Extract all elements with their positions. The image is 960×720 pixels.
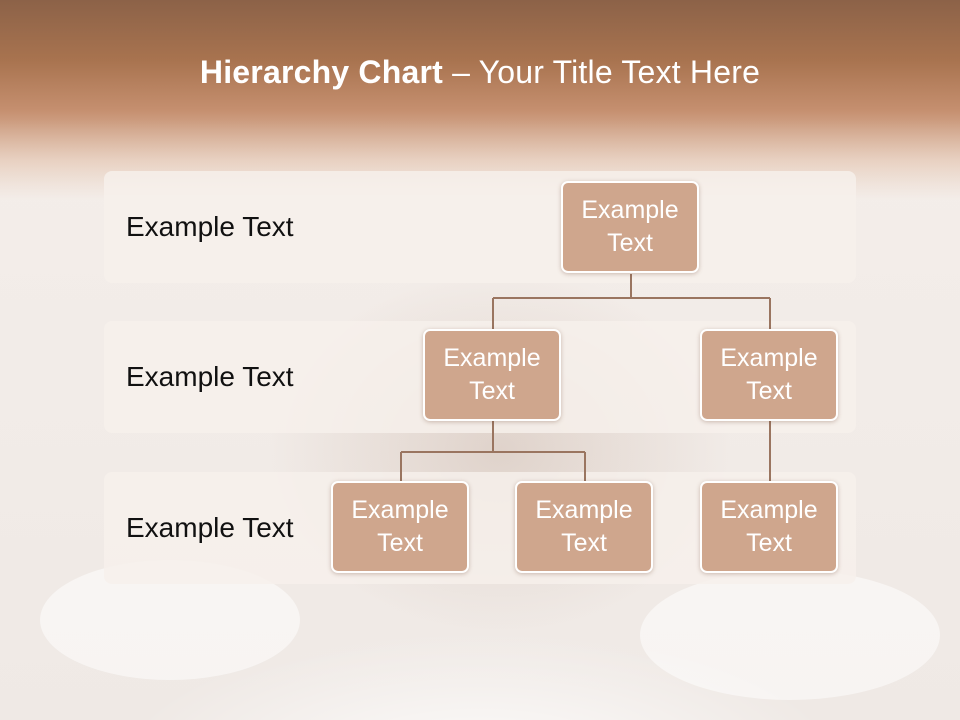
- level-label-2: Example Text: [126, 361, 294, 392]
- slide-title: Hierarchy Chart – Your Title Text Here: [0, 54, 960, 91]
- connector-root-to-level2: [492, 274, 771, 329]
- node-level3-c[interactable]: Example Text: [700, 481, 838, 573]
- node-level3-a[interactable]: Example Text: [331, 481, 469, 573]
- connector-left-to-level3: [400, 421, 586, 481]
- level-label-3: Example Text: [126, 512, 294, 543]
- level-label-1: Example Text: [126, 211, 294, 242]
- node-root[interactable]: Example Text: [561, 181, 699, 273]
- node-level2-right[interactable]: Example Text: [700, 329, 838, 421]
- level-band-1: Example Text: [104, 171, 856, 283]
- title-rest: – Your Title Text Here: [443, 54, 761, 90]
- node-level3-b[interactable]: Example Text: [515, 481, 653, 573]
- feather-shape: [640, 570, 940, 700]
- title-bold: Hierarchy Chart: [199, 54, 443, 90]
- node-level2-left[interactable]: Example Text: [423, 329, 561, 421]
